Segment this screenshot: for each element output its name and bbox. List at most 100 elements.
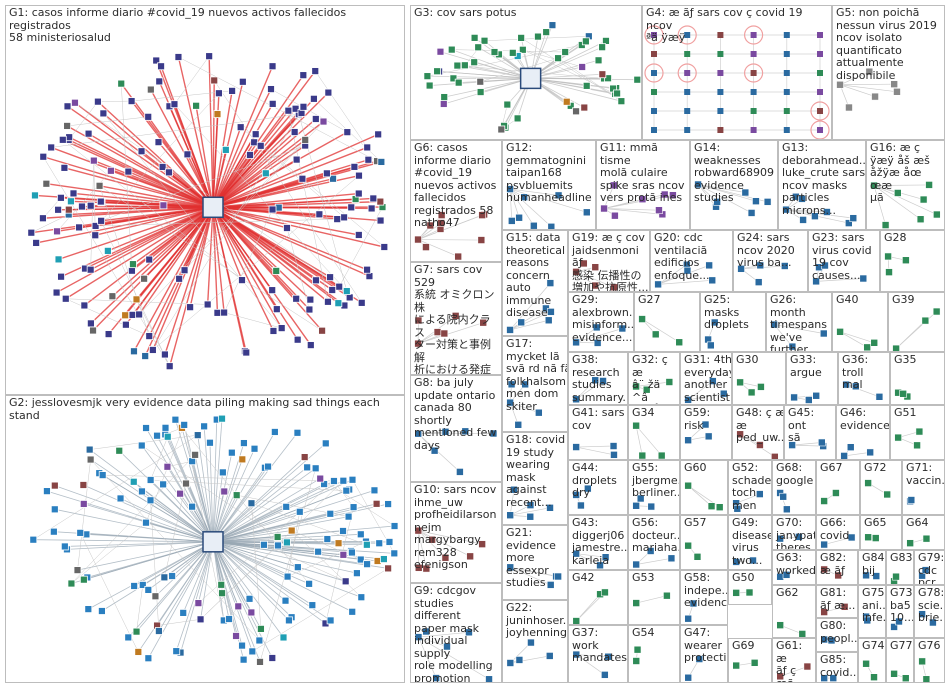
node — [436, 47, 445, 56]
node — [820, 608, 828, 616]
node — [292, 294, 301, 303]
node — [669, 191, 677, 199]
node — [124, 633, 133, 642]
group-label: G16: æ ç ÿæÿ åš æš åžÿæ åœ œæ µã — [870, 141, 930, 204]
edge — [99, 185, 214, 208]
node — [42, 179, 51, 188]
node — [170, 100, 179, 109]
group-panel-g24: G24: sars ncov 2020 virus ba... — [733, 230, 808, 292]
node — [632, 560, 640, 569]
node — [282, 502, 291, 511]
node — [447, 45, 456, 54]
edge — [288, 110, 329, 302]
node — [89, 156, 98, 165]
node — [660, 190, 669, 199]
edge — [786, 209, 827, 213]
node — [632, 501, 640, 510]
edge — [509, 402, 539, 414]
node — [293, 335, 302, 344]
node — [737, 265, 745, 273]
edge — [77, 459, 91, 571]
group-panel-g63: G63: worked — [772, 550, 816, 585]
node — [745, 588, 754, 597]
node — [264, 462, 272, 471]
group-label: G5: non poichã nessun virus 2019 ncov is… — [836, 6, 937, 82]
edge — [576, 553, 601, 566]
node — [707, 502, 716, 510]
node — [104, 330, 113, 338]
group-panel-g58: G58: indepe... evidenc... — [680, 570, 728, 625]
edge — [440, 51, 531, 79]
group-panel-g16: G16: æ ç ÿæÿ åš æš åžÿæ åœ œæ µã — [866, 140, 945, 230]
node — [354, 189, 363, 198]
node — [803, 662, 812, 671]
node — [324, 297, 332, 306]
node — [86, 455, 95, 464]
node — [847, 533, 856, 542]
node — [683, 266, 692, 275]
node — [862, 571, 870, 580]
edge — [418, 631, 470, 638]
node — [89, 326, 97, 335]
edge — [71, 454, 196, 584]
node — [326, 616, 335, 625]
edge — [418, 530, 483, 545]
edge — [530, 77, 622, 102]
node — [921, 566, 930, 574]
node — [795, 533, 803, 541]
node — [842, 380, 850, 389]
node — [129, 477, 138, 486]
node — [453, 61, 462, 70]
node — [544, 316, 553, 325]
node — [705, 261, 713, 270]
group-label: G77 — [890, 639, 913, 652]
node — [203, 300, 212, 309]
node — [367, 204, 376, 213]
node — [53, 227, 61, 236]
node — [919, 195, 928, 204]
node — [598, 43, 607, 52]
node — [507, 380, 516, 389]
edge — [417, 239, 459, 257]
node — [220, 308, 229, 317]
node — [50, 481, 59, 490]
edge — [697, 184, 757, 202]
edge — [120, 498, 214, 543]
edge — [131, 206, 214, 316]
node — [780, 262, 789, 270]
node — [451, 312, 460, 320]
node — [176, 489, 184, 498]
group-network-g56 — [632, 547, 676, 569]
group-panel-g38: G38: research studies summary... — [568, 352, 628, 405]
node — [779, 492, 788, 501]
group-network-g65 — [864, 533, 880, 542]
node — [514, 420, 523, 429]
node — [719, 389, 728, 398]
group-label: G10: sars ncov ihme_uw profheidilarson n… — [414, 483, 497, 571]
node — [129, 260, 137, 269]
edge — [509, 188, 587, 213]
edge — [54, 485, 214, 543]
node — [78, 202, 86, 211]
edge — [839, 84, 876, 97]
group-network-g27 — [638, 315, 684, 347]
node — [518, 45, 527, 54]
node — [428, 535, 436, 544]
group-panel-g15: G15: data theoretical reasons concern au… — [502, 230, 568, 336]
node — [933, 210, 941, 219]
node — [137, 147, 146, 156]
group-network-g81 — [820, 603, 849, 616]
node — [871, 534, 880, 542]
edge — [212, 207, 219, 313]
node — [228, 87, 236, 95]
node — [151, 592, 160, 601]
node — [283, 572, 292, 581]
node — [247, 499, 256, 508]
node — [240, 439, 248, 447]
node — [599, 377, 607, 385]
node — [347, 203, 356, 212]
node — [582, 81, 591, 90]
group-label: G46: evidence — [840, 406, 890, 432]
group-panel-g49: G49: disease virus two... — [728, 515, 772, 570]
group-network-g58 — [684, 599, 698, 623]
